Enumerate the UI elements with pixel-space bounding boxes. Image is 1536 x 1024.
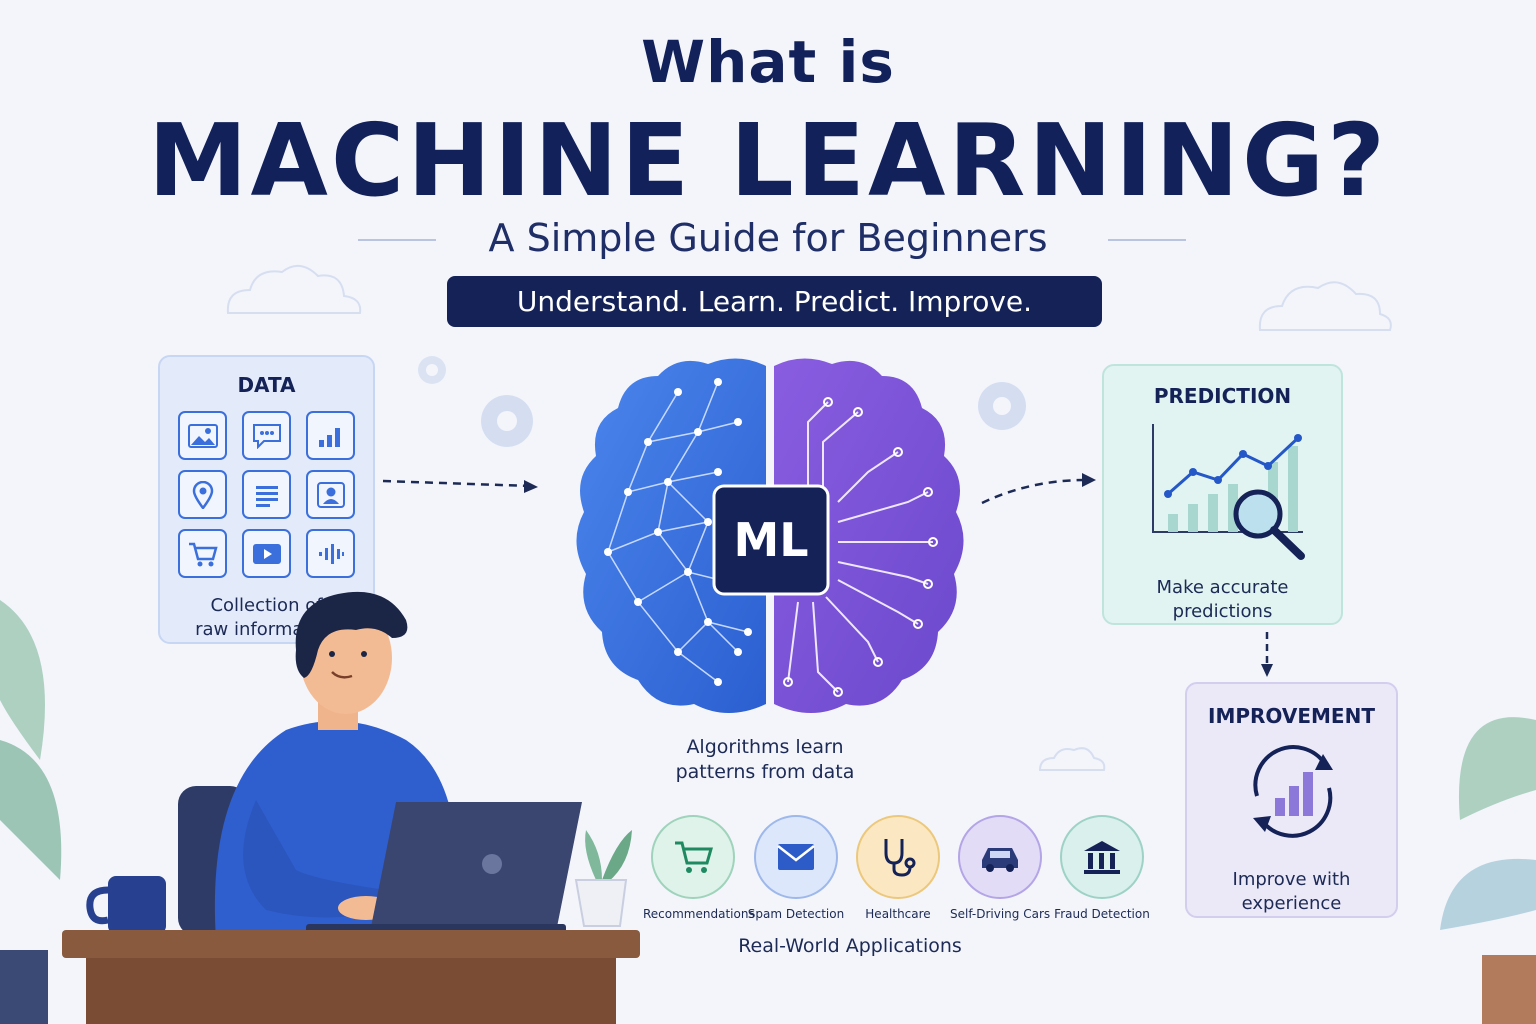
improvement-caption-line-2: experience — [1241, 893, 1342, 914]
magnifier-icon — [1233, 489, 1282, 539]
plant-pot-right — [1482, 955, 1536, 1024]
coffee-mug — [108, 876, 166, 934]
app-label-self-driving-cars: Self-Driving Cars — [950, 907, 1051, 921]
chat-icon — [242, 411, 291, 460]
app-label-fraud-detection: Fraud Detection — [1054, 907, 1150, 921]
ml-badge — [712, 484, 830, 596]
dashed-arrow-brain-to-prediction — [981, 478, 1087, 505]
document-icon — [242, 470, 291, 519]
brain-illustration: ML — [576, 358, 964, 713]
improvement-card-caption: Improve with experience — [1187, 868, 1396, 916]
brain-caption-line-2: patterns from data — [675, 761, 855, 783]
plant-leaf-right — [1458, 717, 1536, 820]
data-caption-line-1: Collection of — [210, 595, 323, 616]
improvement-caption-line-1: Improve with — [1232, 869, 1351, 890]
data-card-title: DATA — [237, 373, 296, 397]
prediction-card-caption: Make accurate predictions — [1104, 576, 1341, 624]
location-pin-icon — [178, 470, 227, 519]
ml-badge-label: ML — [733, 513, 808, 567]
prediction-chart-icon — [1151, 424, 1305, 560]
app-fraud-circle — [1060, 815, 1144, 899]
app-label-recommendations: Recommendations — [643, 907, 755, 921]
data-card: DATA Collection of raw informa — [158, 355, 375, 644]
brain-caption-line-1: Algorithms learn — [686, 736, 844, 758]
applications-title: Real-World Applications — [738, 935, 962, 957]
user-icon — [306, 470, 355, 519]
improvement-card: IMPROVEMENT Improve with experience — [1185, 682, 1398, 918]
cart-icon — [178, 529, 227, 578]
plant-leaf-left — [0, 740, 62, 880]
improvement-cycle-icon — [1252, 745, 1333, 838]
desk — [62, 930, 640, 958]
laptop — [370, 802, 582, 932]
stethoscope-icon — [884, 839, 916, 877]
app-fraud-detection — [1060, 815, 1144, 899]
data-icon-grid — [160, 411, 373, 578]
app-spam-circle — [754, 815, 838, 899]
app-recommendations-circle — [651, 815, 735, 899]
prediction-caption-line-2: predictions — [1172, 601, 1273, 622]
person-arm — [243, 800, 386, 918]
cart-icon — [675, 841, 713, 873]
app-healthcare — [856, 815, 940, 899]
title-line-2: MACHINE LEARNING? — [147, 102, 1389, 219]
title-line-1: What is — [641, 28, 895, 96]
envelope-icon — [777, 844, 815, 870]
circuit-nodes — [783, 397, 938, 697]
person-hair — [295, 591, 408, 678]
app-spam-detection — [754, 815, 838, 899]
tagline-banner: Understand. Learn. Predict. Improve. — [447, 276, 1102, 327]
app-cars-circle — [958, 815, 1042, 899]
cloud-icon — [1258, 281, 1392, 331]
app-recommendations — [651, 815, 735, 899]
cloud-icon — [226, 265, 362, 314]
app-self-driving-cars — [958, 815, 1042, 899]
app-label-spam-detection: Spam Detection — [747, 907, 845, 921]
bank-icon — [1084, 841, 1120, 874]
subtitle: A Simple Guide for Beginners — [488, 216, 1048, 260]
plant-leaf-left — [0, 600, 45, 760]
gear-icon — [418, 356, 446, 384]
prediction-card-title: PREDICTION — [1153, 384, 1292, 408]
car-icon — [982, 848, 1018, 872]
cloud-icon — [1038, 747, 1106, 771]
improvement-card-title: IMPROVEMENT — [1208, 704, 1375, 728]
circuit-lines — [787, 401, 933, 693]
bar-chart-icon — [306, 411, 355, 460]
subtitle-divider-right — [1108, 239, 1186, 241]
brain-right-hemisphere — [774, 358, 964, 713]
prediction-caption-line-1: Make accurate — [1156, 577, 1289, 598]
plant-pot-left — [0, 950, 48, 1024]
audio-wave-icon — [306, 529, 355, 578]
laptop-logo — [482, 854, 502, 874]
brain-caption: Algorithms learn patterns from data — [640, 735, 890, 785]
prediction-card: PREDICTION Make accurate predictions — [1102, 364, 1343, 625]
app-label-healthcare: Healthcare — [865, 907, 931, 921]
dashed-arrow-data-to-brain — [382, 479, 531, 488]
plant-leaf-right — [1440, 858, 1536, 930]
image-icon — [178, 411, 227, 460]
gear-icon — [978, 382, 1026, 430]
gear-icon — [481, 395, 533, 447]
app-healthcare-circle — [856, 815, 940, 899]
applications-row: Recommendations Spam Detection Healthcar… — [640, 815, 1160, 925]
subtitle-divider-left — [358, 239, 436, 241]
person-at-laptop-illustration — [62, 591, 640, 1024]
video-icon — [242, 529, 291, 578]
